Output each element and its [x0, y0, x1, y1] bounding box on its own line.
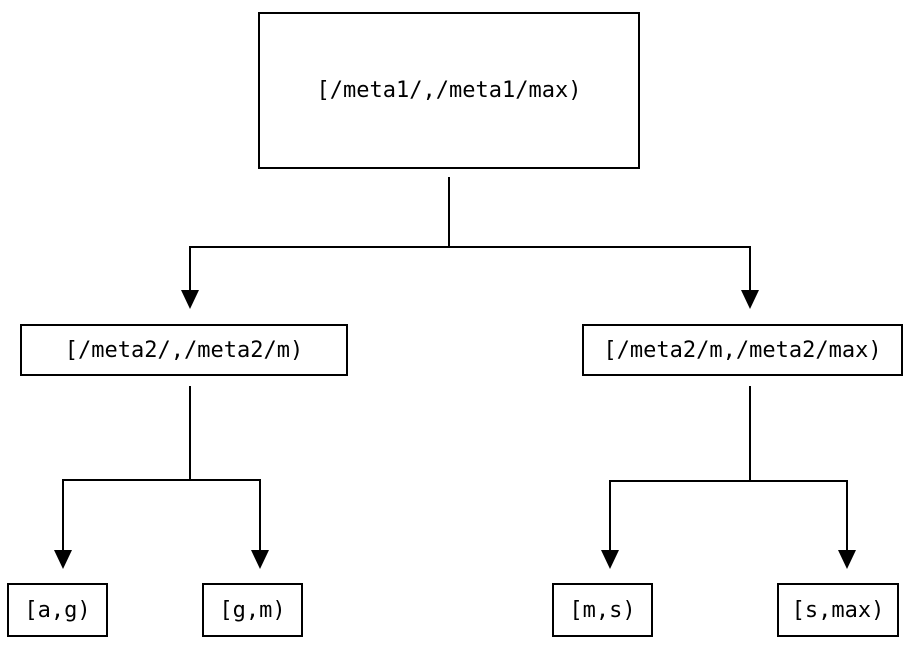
tree-node-leaf-ag: [a,g)	[7, 583, 108, 637]
arrowhead-icon	[838, 550, 856, 569]
arrowhead-icon	[54, 550, 72, 569]
tree-node-left: [/meta2/,/meta2/m)	[20, 324, 348, 376]
arrowhead-icon	[601, 550, 619, 569]
arrowhead-icon	[251, 550, 269, 569]
tree-node-leaf-smax-label: [s,max)	[791, 597, 885, 623]
arrowhead-icon	[741, 290, 759, 309]
arrowhead-icon	[181, 290, 199, 309]
tree-node-leaf-gm: [g,m)	[202, 583, 303, 637]
tree-node-right: [/meta2/m,/meta2/max)	[582, 324, 903, 376]
tree-node-leaf-smax: [s,max)	[777, 583, 899, 637]
tree-node-leaf-ms: [m,s)	[552, 583, 653, 637]
tree-node-root-label: [/meta1/,/meta1/max)	[316, 78, 582, 103]
tree-node-right-label: [/meta2/m,/meta2/max)	[603, 337, 882, 363]
tree-node-leaf-ag-label: [a,g)	[24, 597, 91, 623]
tree-node-leaf-ms-label: [m,s)	[569, 597, 636, 623]
tree-node-leaf-gm-label: [g,m)	[219, 597, 286, 623]
tree-node-left-label: [/meta2/,/meta2/m)	[64, 337, 304, 363]
tree-node-root: [/meta1/,/meta1/max)	[258, 12, 640, 169]
